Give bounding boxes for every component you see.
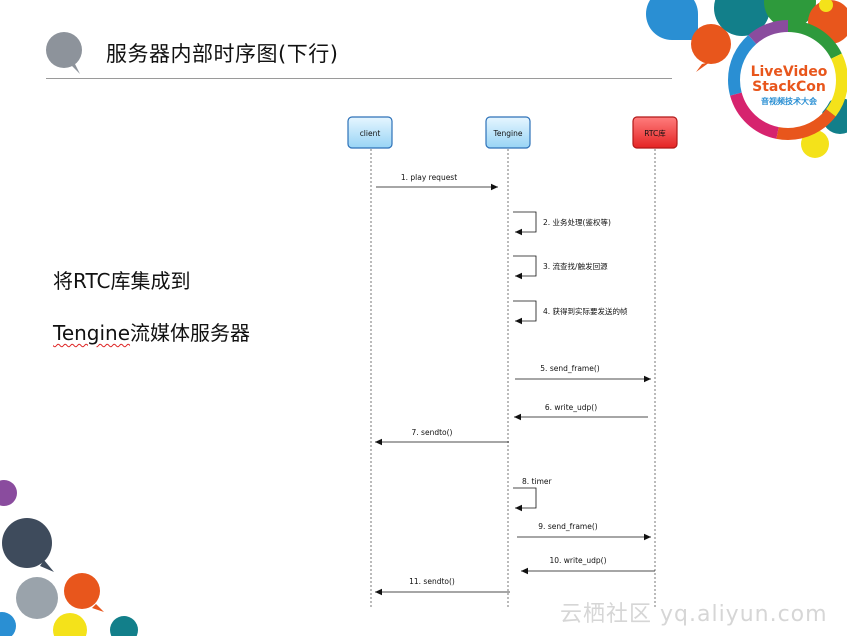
logo-line-1: LiveVideo [751, 64, 828, 80]
logo-ring [728, 20, 847, 140]
decorative-bubbles-bottom [0, 480, 138, 636]
message-label-4: 4. 获得到实际要发送的帧 [543, 306, 628, 316]
slide-title: 服务器内部时序图(下行) [106, 42, 339, 66]
message-arrow-4 [513, 300, 537, 325]
message-arrow-8 [513, 487, 537, 512]
decorative-bubbles-top [646, 0, 847, 158]
message-arrow-3 [513, 255, 537, 280]
speech-bubble-icon [46, 32, 82, 74]
message-label-3: 3. 流查找/触发回源 [543, 261, 608, 271]
body-line-1: 将RTC库集成到 [53, 269, 191, 293]
logo-line-3: 音视频技术大会 [761, 96, 817, 106]
message-label-7: 7. sendto() [412, 428, 453, 437]
participant-client-label: client [360, 129, 381, 138]
body-line-2-tengine: Tengine [53, 321, 131, 345]
participant-rtc-label: RTC库 [644, 128, 666, 138]
message-arrow-2 [513, 211, 537, 236]
message-label-11: 11. sendto() [409, 577, 455, 586]
message-label-5: 5. send_frame() [540, 364, 599, 373]
logo-line-2: StackCon [752, 79, 826, 95]
body-line-2: Tengine流媒体服务器 [53, 317, 250, 346]
watermark: 云栖社区 yq.aliyun.com [560, 602, 828, 627]
body-line-2-rest: 流媒体服务器 [130, 321, 251, 345]
participant-tengine-label: Tengine [493, 129, 523, 138]
message-label-8: 8. timer [522, 477, 552, 486]
message-label-6: 6. write_udp() [545, 403, 597, 412]
message-label-9: 9. send_frame() [538, 522, 597, 531]
participant-client: client [347, 116, 393, 149]
participant-rtc: RTC库 [632, 116, 678, 149]
participant-tengine: Tengine [485, 116, 531, 149]
message-label-2: 2. 业务处理(鉴权等) [543, 217, 611, 227]
title-divider [46, 78, 672, 79]
message-label-1: 1. play request [401, 173, 457, 182]
message-label-10: 10. write_udp() [549, 556, 606, 565]
